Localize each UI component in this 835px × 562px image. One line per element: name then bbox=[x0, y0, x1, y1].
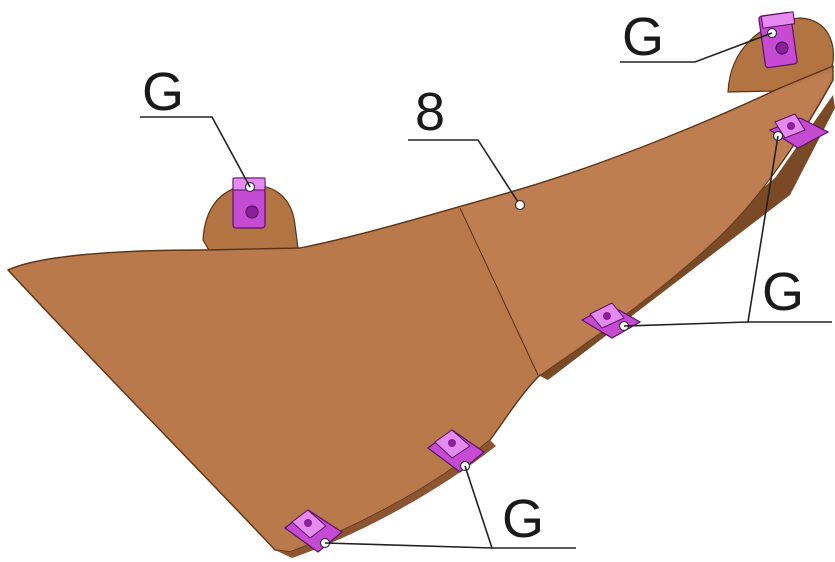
clip-flat-bottom-middle bbox=[427, 429, 485, 473]
plate-right-panel bbox=[460, 72, 833, 375]
plate-bend-line bbox=[459, 207, 539, 376]
clip-label-top-left: G bbox=[142, 62, 184, 122]
leader-lines bbox=[140, 32, 832, 549]
clip-flat-upper-right bbox=[768, 113, 830, 149]
guard-plate bbox=[6, 17, 835, 558]
clip-flat-mid-right bbox=[580, 302, 642, 339]
clip-label-right: G bbox=[762, 262, 804, 322]
clip-label-bottom: G bbox=[502, 489, 544, 549]
clip-label-top-right: G bbox=[622, 7, 664, 67]
clip-upright-right bbox=[758, 11, 798, 69]
clip-flat-bottom-left bbox=[284, 509, 344, 553]
part-8-marker-dot bbox=[514, 199, 526, 211]
part-number-label: 8 bbox=[415, 82, 445, 142]
